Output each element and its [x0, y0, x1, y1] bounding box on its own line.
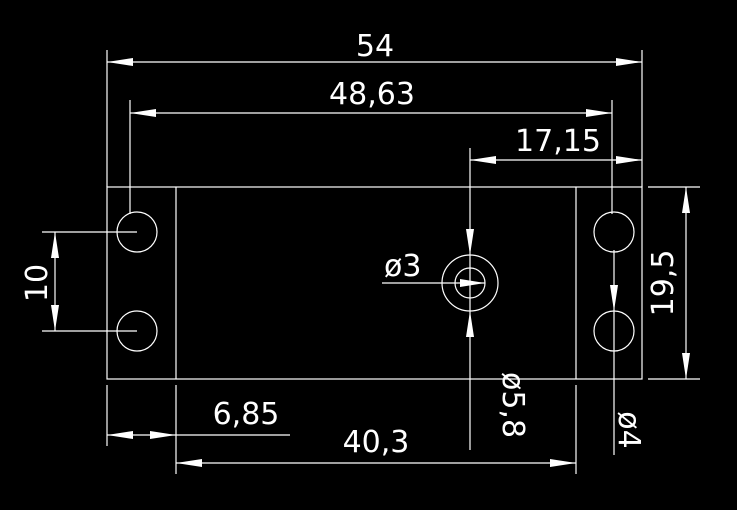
dim-overall-width-label: 54: [356, 29, 394, 64]
dim-small-bore: ø3: [382, 249, 485, 287]
dim-hole-spacing-y-label: 10: [20, 264, 55, 302]
dim-body-width-label: 40,3: [343, 425, 410, 460]
dim-mount-hole-label: ø4: [611, 411, 646, 448]
dim-overall-width: 54: [106, 29, 643, 187]
dim-large-bore-label: ø5,8: [495, 372, 530, 438]
dim-mount-hole: ø4: [610, 250, 646, 455]
dim-hole-spacing-x: 48,63: [129, 77, 613, 214]
part-outline: [106, 186, 643, 380]
dim-tab-width-label: 6,85: [213, 397, 280, 432]
hole-top-right: [593, 211, 635, 253]
dim-center-offset-label: 17,15: [515, 124, 601, 159]
dim-body-width: 40,3: [176, 385, 577, 474]
dim-hole-spacing-x-label: 48,63: [329, 77, 415, 112]
dim-hole-spacing-y: 10: [20, 231, 137, 332]
dim-height-label: 19,5: [646, 250, 681, 317]
bore-axis: ø5,8: [466, 229, 530, 450]
dim-height: 19,5: [646, 186, 700, 380]
dim-tab-width: 6,85: [106, 385, 290, 474]
part-body-rect: [106, 186, 643, 380]
holes: [116, 211, 635, 352]
dim-center-offset: 17,15: [469, 124, 642, 255]
dim-small-bore-label: ø3: [384, 249, 421, 284]
